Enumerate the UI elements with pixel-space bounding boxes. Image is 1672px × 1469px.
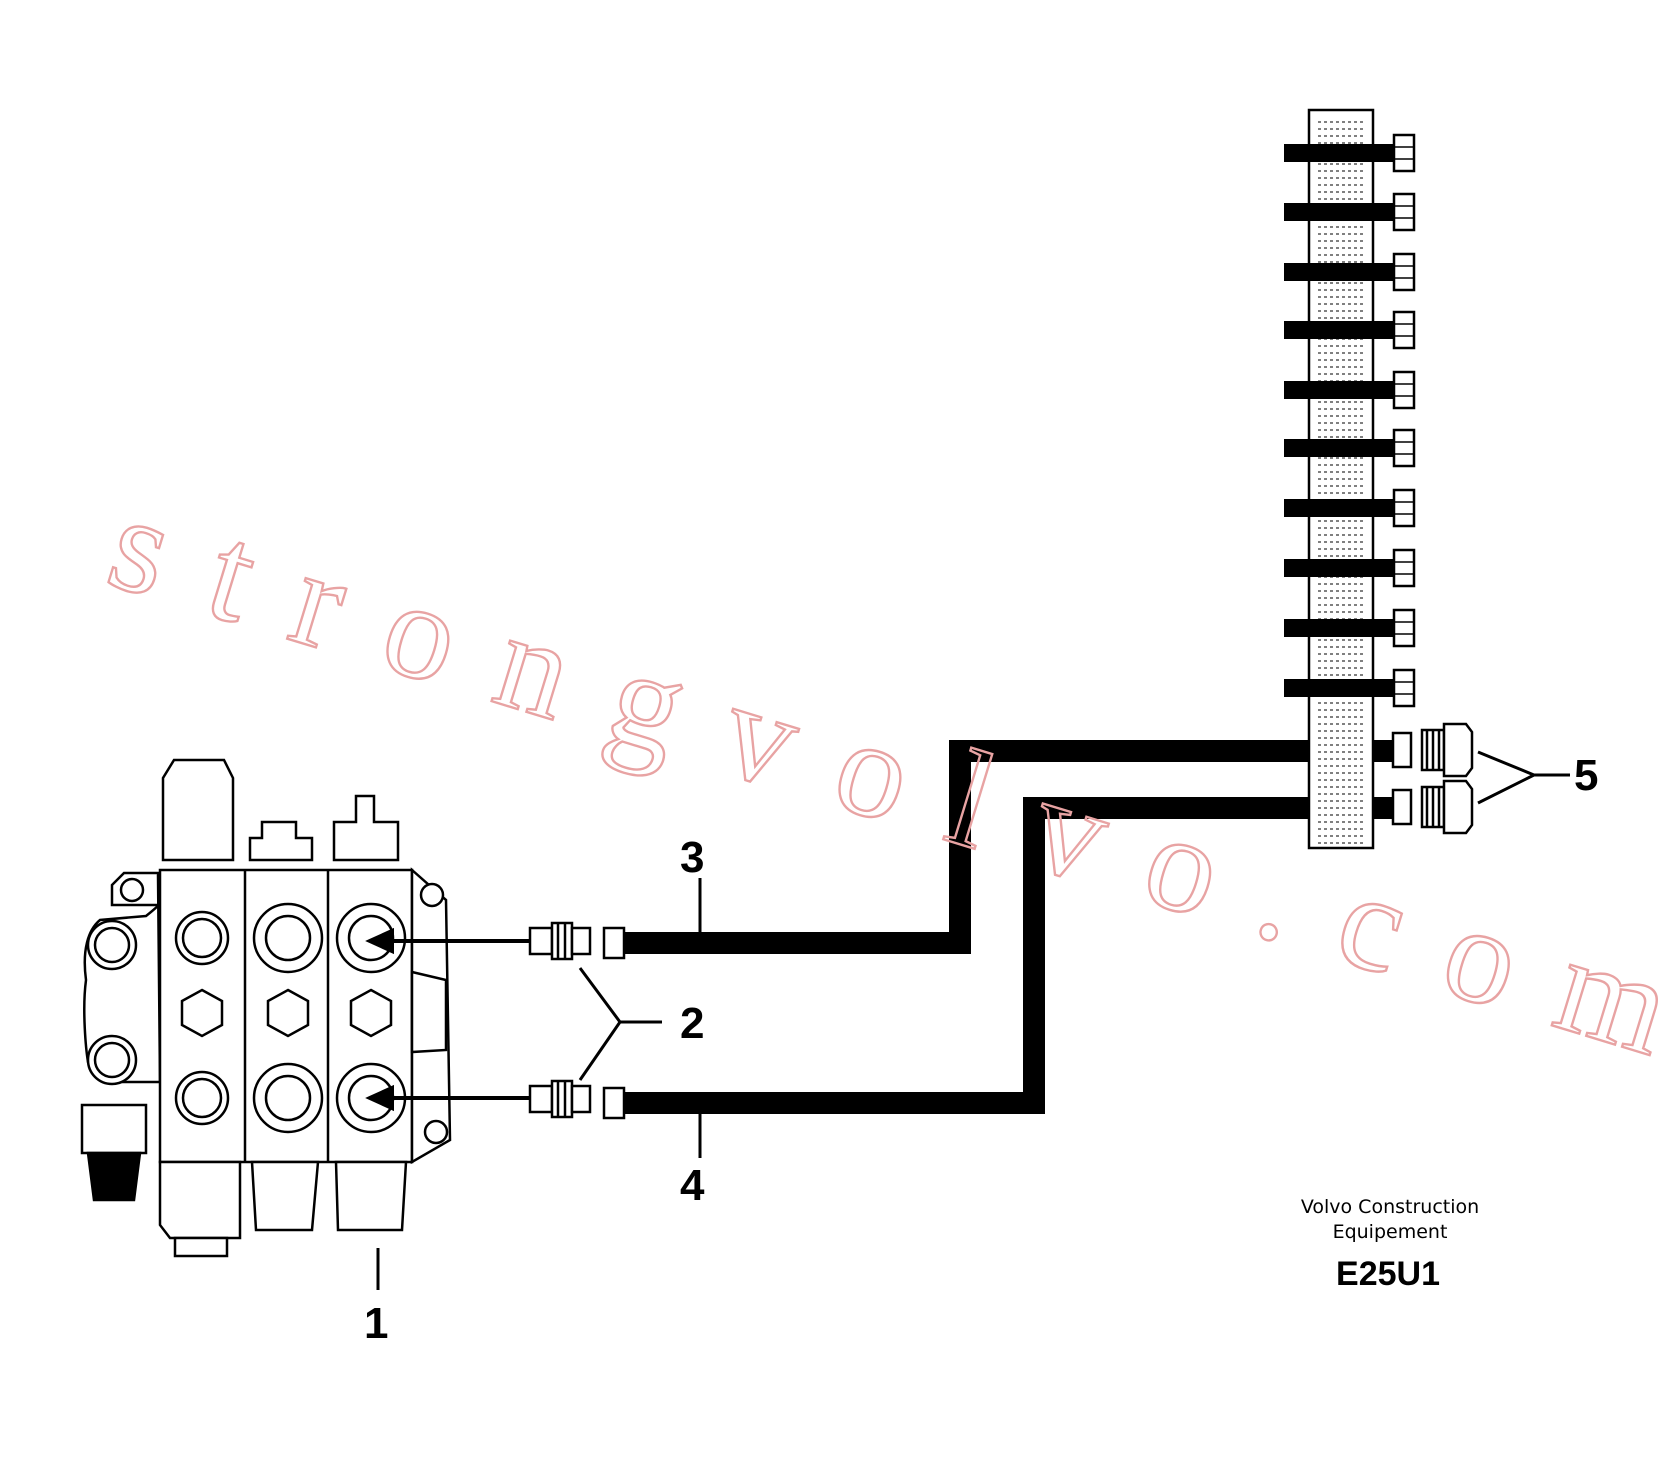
- hose-4: [602, 797, 1392, 1120]
- manifold-bolt: [1284, 370, 1416, 410]
- callout-5: 5: [1574, 751, 1598, 800]
- leader-line-5b: [1477, 773, 1535, 805]
- manifold-bolt: [1284, 608, 1416, 648]
- caption-line-1: Volvo Construction: [1301, 1196, 1479, 1218]
- leader-line-2b: [578, 1021, 622, 1081]
- valve-ports: [86, 902, 407, 1134]
- caption-line-2: Equipement: [1333, 1221, 1448, 1243]
- manifold-bolt: [1284, 252, 1416, 292]
- callout-1: 1: [364, 1299, 388, 1348]
- caption-code: E25U1: [1336, 1255, 1440, 1293]
- manifold-bolt: [1284, 192, 1416, 232]
- adapter-arrows: [365, 927, 532, 1112]
- manifold-bolt: [1284, 668, 1416, 708]
- callout-3: 3: [680, 833, 704, 882]
- manifold-block: [1284, 108, 1416, 850]
- manifold-bolt: [1284, 133, 1416, 173]
- leader-line-5: [1477, 750, 1570, 777]
- callout-4: 4: [680, 1161, 705, 1210]
- leader-line-2: [578, 967, 662, 1024]
- manifold-bolt: [1284, 428, 1416, 468]
- control-valve: [80, 758, 452, 1258]
- callout-2: 2: [680, 999, 704, 1048]
- manifold-bolt: [1284, 310, 1416, 350]
- adapter-fittings: [528, 921, 592, 1119]
- union-fittings: [1391, 722, 1474, 835]
- manifold-bolt: [1284, 548, 1416, 588]
- hose-3: [602, 740, 1392, 960]
- manifold-bolt: [1284, 488, 1416, 528]
